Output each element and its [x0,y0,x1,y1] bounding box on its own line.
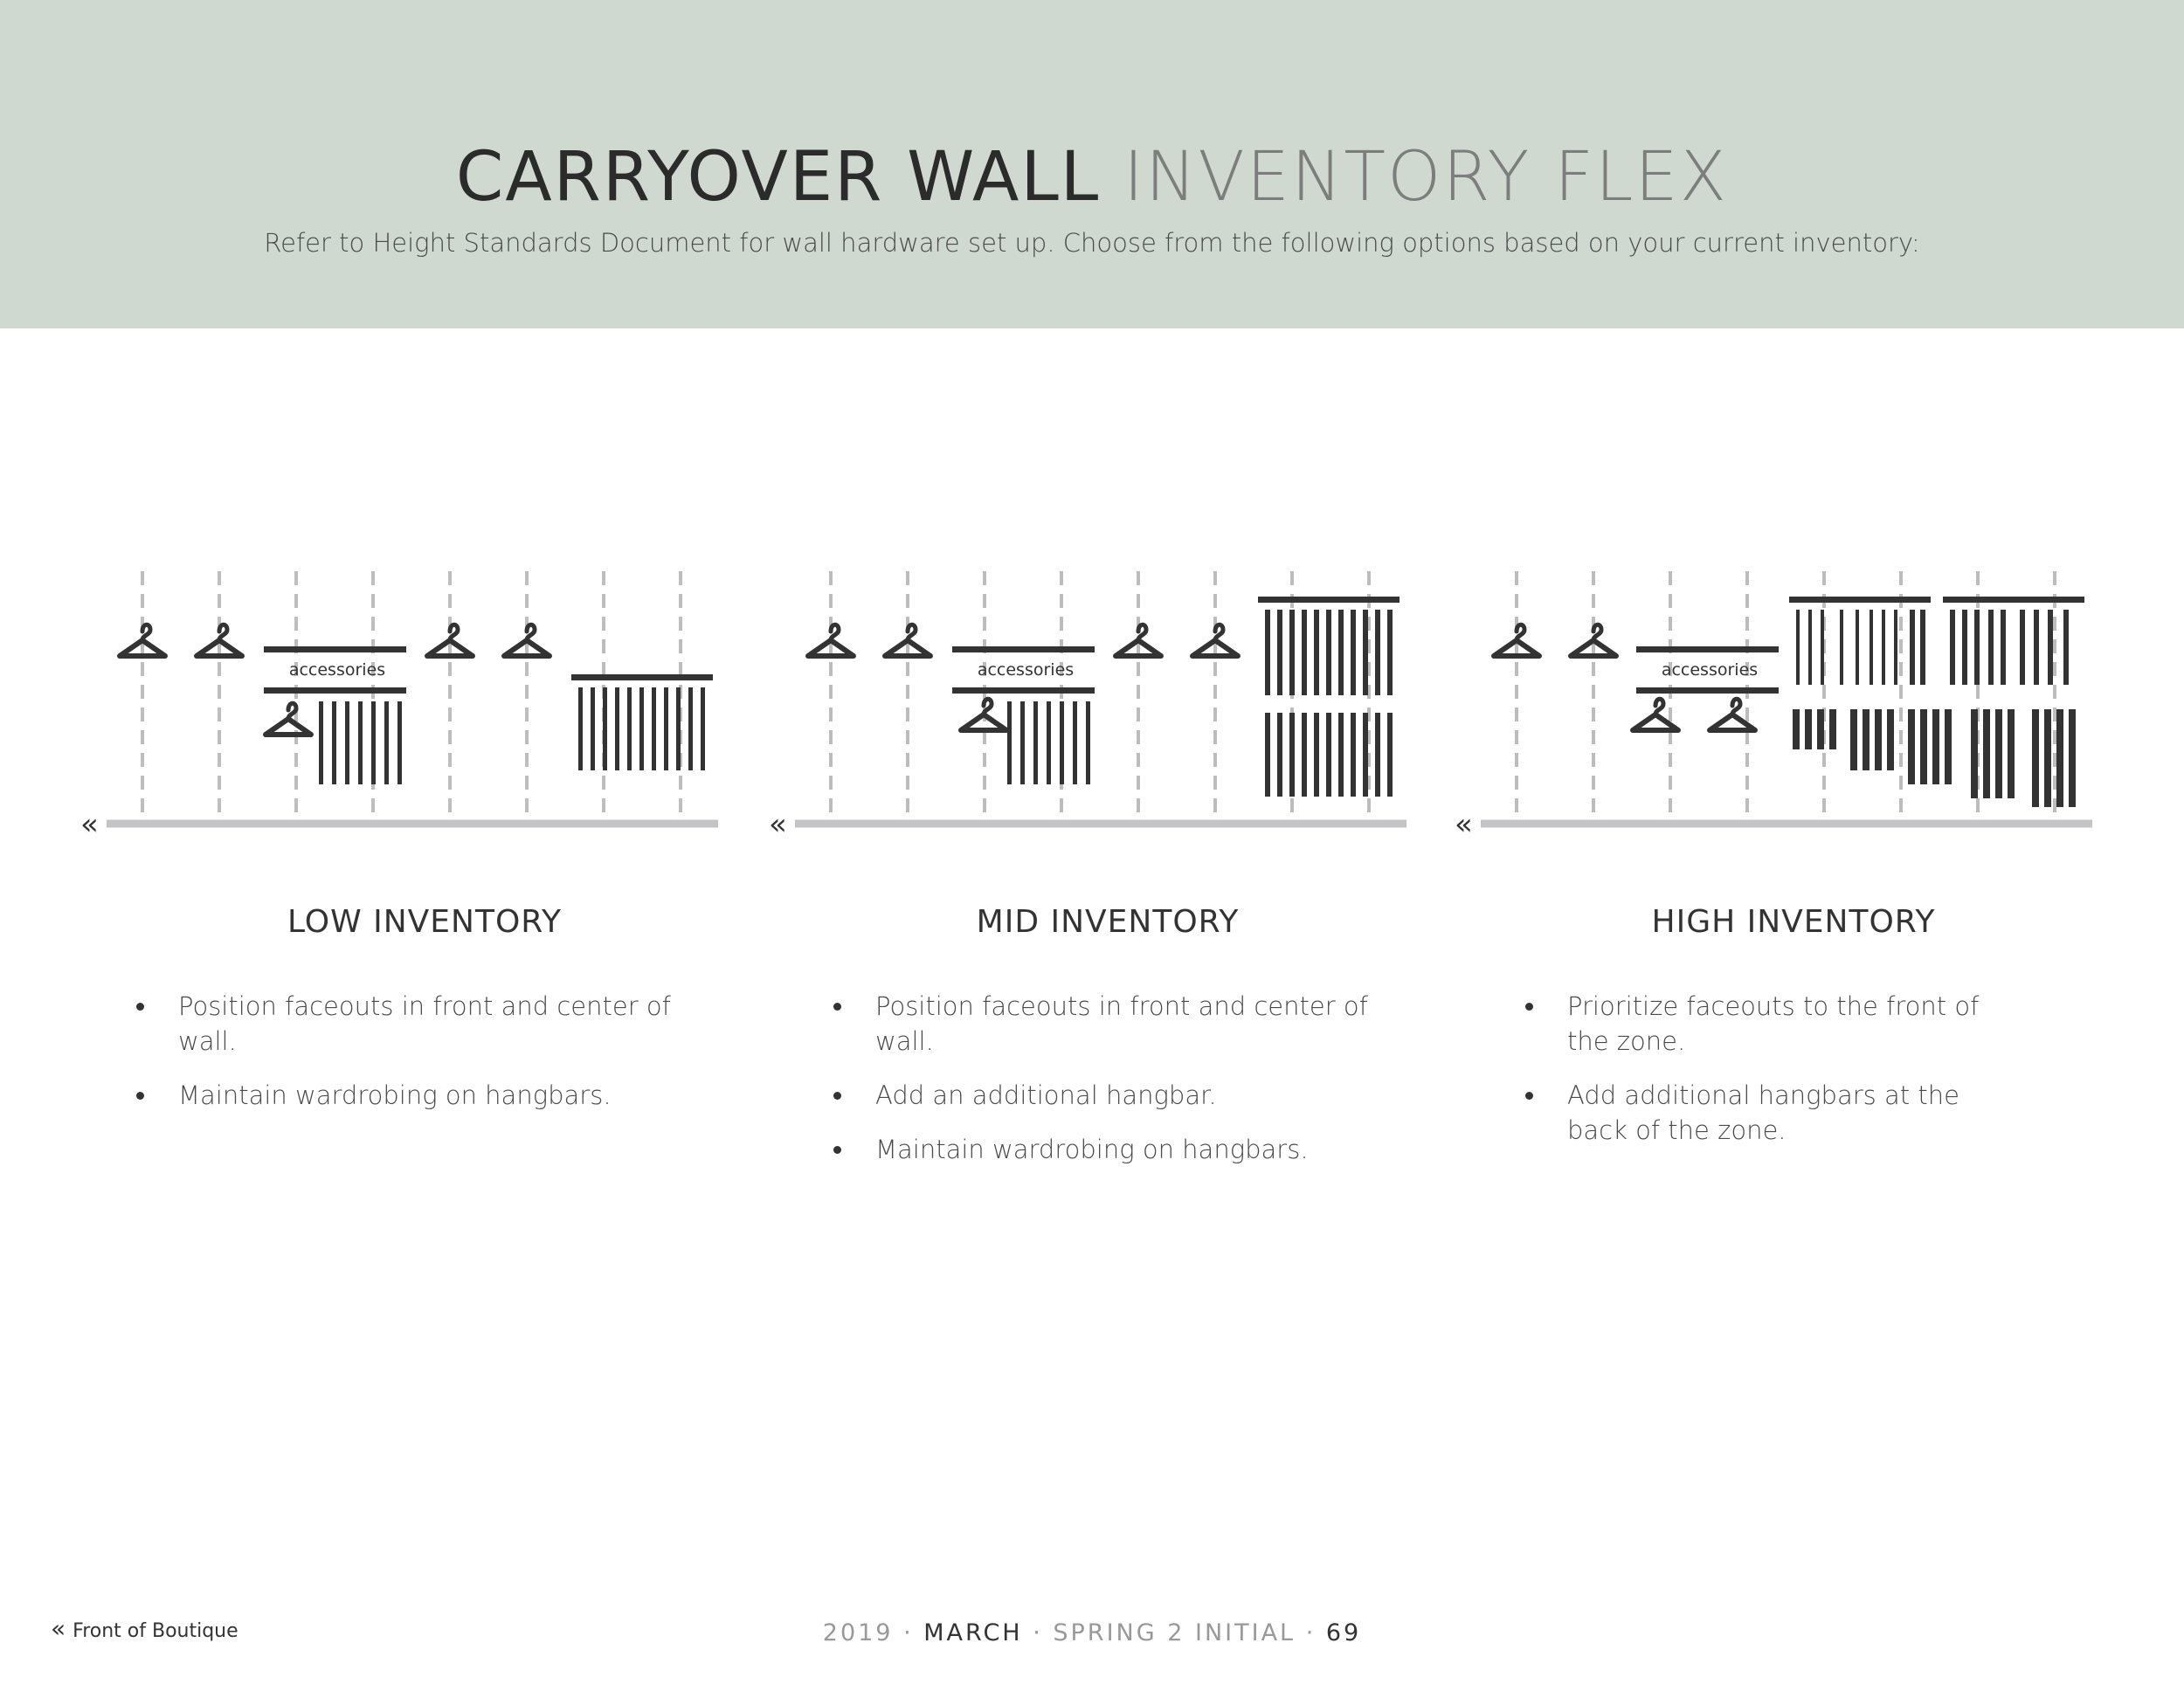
panel-low-bullets: Position faceouts in front and center of… [131,989,690,1132]
panel-high-diagram: « accessories [1455,571,2092,842]
panel-low-accessories-label: accessories [289,660,385,680]
panel-high-title: HIGH INVENTORY [1651,904,1936,940]
list-item: Position faceouts in front and center of… [828,989,1387,1059]
footer-page-number: 69 [1325,1619,1362,1646]
footer-sep: · [1305,1619,1317,1646]
panel-low-diagram: « accessories [80,571,718,842]
list-item: Prioritize faceouts to the front of the … [1520,989,2009,1059]
footer-meta: 2019 · MARCH · SPRING 2 INITIAL · 69 [0,1618,2184,1649]
footer-month: MARCH [923,1619,1023,1646]
panel-mid-diagram: « accessories [769,571,1406,842]
page-subtitle: Refer to Height Standards Document for w… [264,228,1920,258]
panel-low-title: LOW INVENTORY [287,904,563,940]
footer-season: SPRING 2 INITIAL [1053,1619,1296,1646]
footer-back-link[interactable]: « Front of Boutique [51,1616,238,1645]
panel-high-chevron-icon: « [1455,807,1473,842]
panel-mid-title: MID INVENTORY [976,904,1240,940]
list-item: Position faceouts in front and center of… [131,989,690,1059]
double-chevron-left-icon: « [51,1614,66,1643]
list-item: Maintain wardrobing on hangbars. [131,1078,690,1113]
page-title: CARRYOVER WALL INVENTORY FLEX [0,138,2184,217]
list-item: Add additional hangbars at the back of t… [1520,1078,2009,1148]
panel-low-chevron-icon: « [80,807,99,842]
title-bold: CARRYOVER WALL [455,138,1101,217]
footer-back-label: Front of Boutique [73,1620,238,1642]
title-light: INVENTORY FLEX [1123,138,1729,217]
list-item: Add an additional hangbar. [828,1078,1387,1113]
panel-high-accessories-label: accessories [1662,660,1758,680]
panel-high-bullets: Prioritize faceouts to the front of the … [1520,989,2009,1167]
footer-sep: · [1033,1619,1043,1646]
list-item: Maintain wardrobing on hangbars. [828,1132,1387,1167]
panel-mid-accessories-label: accessories [978,660,1074,680]
panel-mid-chevron-icon: « [769,807,787,842]
footer-sep: · [903,1619,914,1646]
footer-year: 2019 [822,1619,894,1646]
panel-mid-bullets: Position faceouts in front and center of… [828,989,1387,1186]
header-band [0,0,2184,328]
